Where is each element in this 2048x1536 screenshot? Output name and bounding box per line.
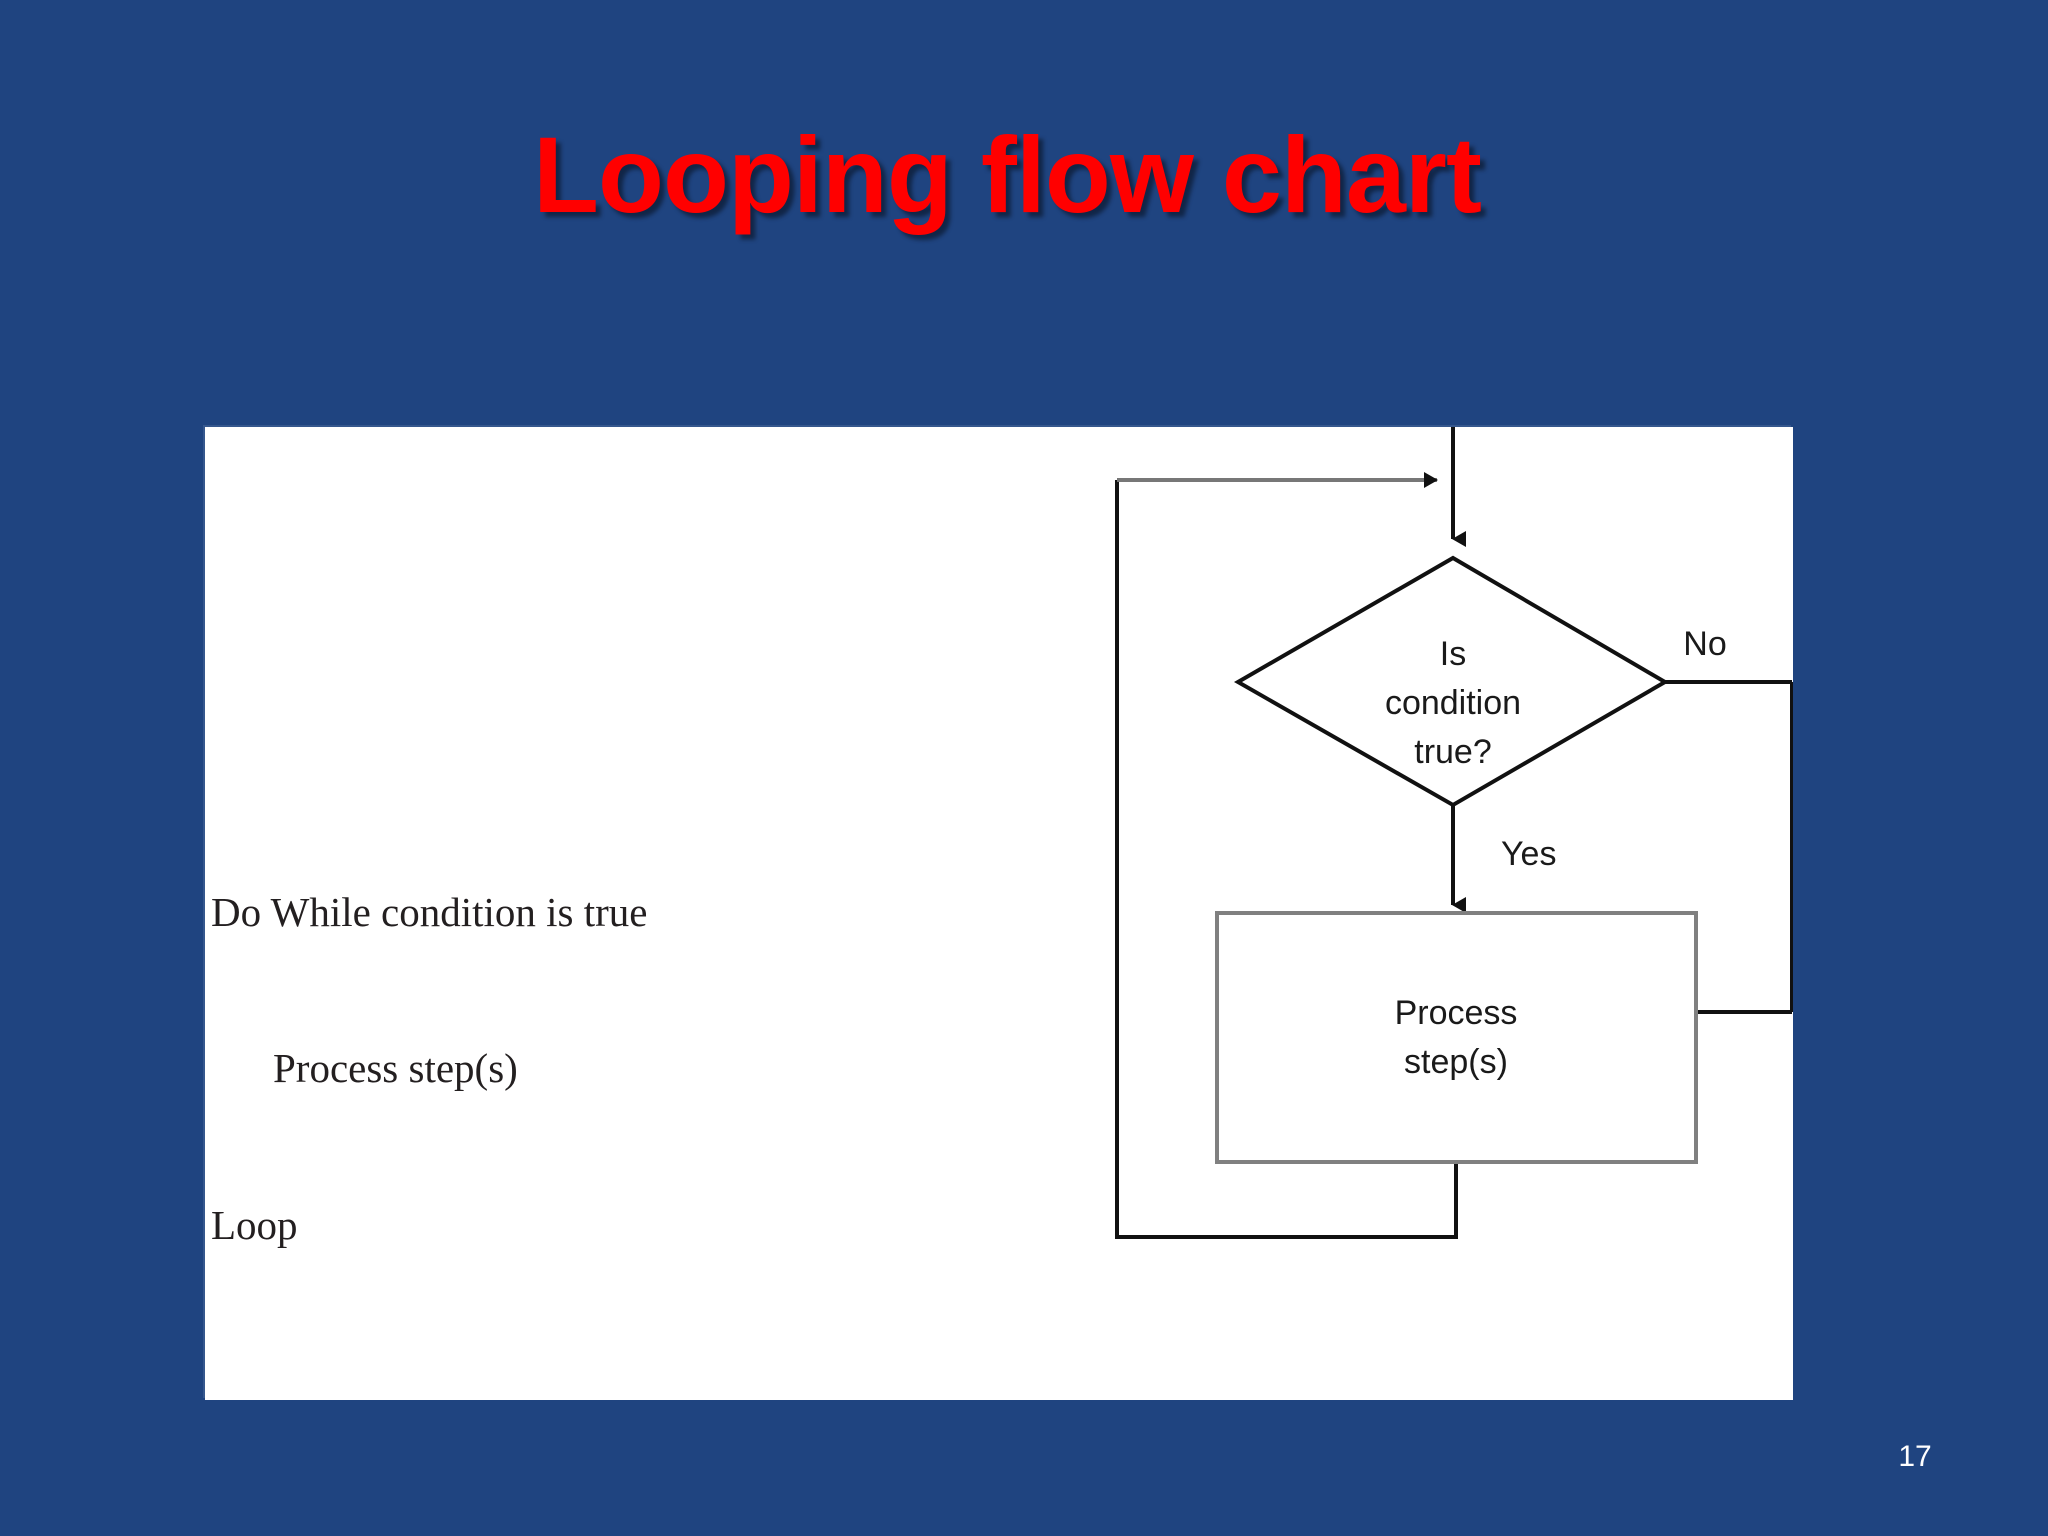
decision-text-line-2: condition [1385, 684, 1521, 722]
yes-label: Yes [1501, 835, 1556, 873]
process-text-line-2: step(s) [1404, 1043, 1508, 1081]
decision-text-line-3: true? [1414, 733, 1492, 771]
no-label: No [1683, 625, 1726, 663]
decision-node: Is condition true? [1233, 555, 1669, 808]
pseudocode-block: Do While condition is true Process step(… [211, 782, 648, 1355]
content-panel: Do While condition is true Process step(… [205, 427, 1793, 1400]
process-node: Process step(s) [1215, 911, 1698, 1164]
process-text-line-1: Process [1395, 994, 1518, 1032]
edge-loop-back [1115, 472, 1458, 1239]
edge-yes-branch: Yes [1451, 805, 1556, 913]
pseudocode-line-3: Loop [211, 1201, 298, 1248]
page-title: Looping flow chart [533, 114, 1482, 235]
page-number: 17 [1898, 1440, 1932, 1473]
flowchart-diagram: Is condition true? No Yes Process step(s… [1115, 427, 1793, 1239]
decision-text-line-1: Is [1440, 635, 1466, 673]
pseudocode-line-1: Do While condition is true [211, 889, 648, 936]
pseudocode-line-2: Process step(s) [273, 1045, 518, 1092]
